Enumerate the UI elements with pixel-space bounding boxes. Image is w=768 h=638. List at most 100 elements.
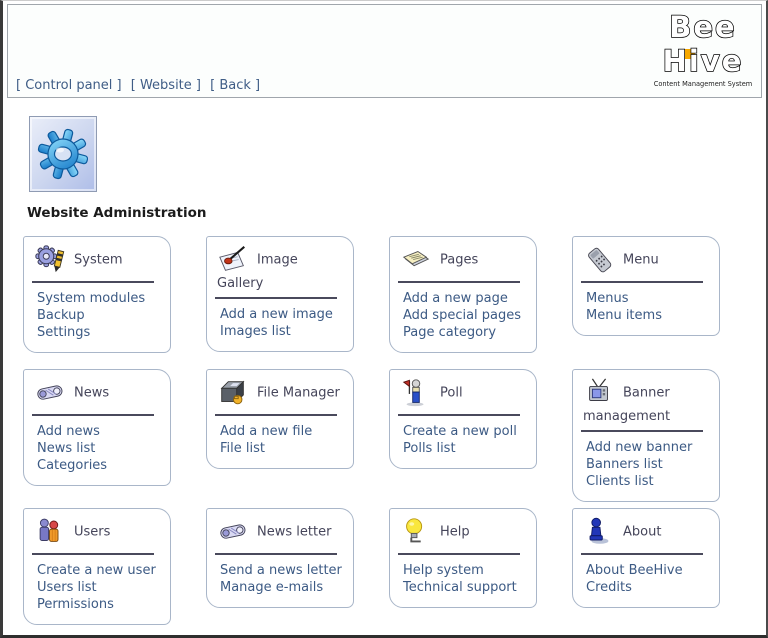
card-news-letter: News letter Send a news letter Manage e-…	[206, 508, 354, 608]
card-link[interactable]: Images list	[220, 324, 291, 339]
divider	[32, 414, 154, 416]
header: [ Control panel ] [ Website ] [ Back ] B…	[7, 4, 762, 98]
cards-row-2: News Add news News list Categories	[23, 369, 766, 502]
card-link[interactable]: Send a news letter	[220, 563, 342, 578]
card-links: Add a new image Images list	[215, 306, 345, 340]
divider	[581, 281, 703, 283]
divider	[398, 281, 520, 283]
card-head: Pages	[398, 244, 528, 276]
divider	[581, 430, 703, 432]
card-link[interactable]: Page category	[403, 325, 497, 340]
card-link[interactable]: Users list	[37, 580, 97, 595]
card-title: Pages	[440, 252, 479, 268]
scroll-icon	[37, 385, 63, 400]
card-title: Poll	[440, 385, 463, 401]
divider	[215, 297, 337, 299]
card-link[interactable]: Credits	[586, 580, 632, 595]
card-poll: Poll Create a new poll Polls list	[389, 369, 537, 469]
remote-control-icon	[588, 247, 612, 273]
card-title: File Manager	[257, 385, 340, 401]
card-title: About	[623, 524, 662, 540]
card-title: System	[74, 252, 123, 268]
card-link[interactable]: Add a new page	[403, 291, 508, 306]
card-link[interactable]: Settings	[37, 325, 91, 340]
card-links: Add news News list Categories	[32, 423, 162, 474]
card-image-gallery: Image Gallery Add a new image Images lis…	[206, 236, 354, 352]
card-system: System System modules Backup Settings	[23, 236, 171, 353]
card-link[interactable]: Create a new poll	[403, 424, 517, 439]
card-banner-management: Banner management Add new banner Banners…	[572, 369, 720, 502]
card-link[interactable]: News list	[37, 441, 96, 456]
card-link[interactable]: Menu items	[586, 308, 662, 323]
card-link[interactable]: Add news	[37, 424, 100, 439]
card-menu: Menu Menus Menu items	[572, 236, 720, 336]
card-title: Menu	[623, 252, 659, 268]
card-links: Send a news letter Manage e-mails	[215, 562, 345, 596]
card-title: Banner management	[583, 385, 671, 425]
card-head: Menu	[581, 244, 711, 276]
card-links: About BeeHive Credits	[581, 562, 711, 596]
card-link[interactable]: Categories	[37, 458, 108, 473]
divider	[581, 553, 703, 555]
card-link[interactable]: Technical support	[403, 580, 517, 595]
card-links: Menus Menu items	[581, 290, 711, 324]
card-head: Banner management	[581, 377, 711, 425]
logo-line1: Bee	[669, 10, 736, 44]
card-link[interactable]: Add a new file	[220, 424, 313, 439]
card-head: Users	[32, 516, 162, 548]
card-links: Create a new poll Polls list	[398, 423, 528, 457]
logo-line2: Hive	[663, 44, 744, 78]
card-head: News	[32, 377, 162, 409]
card-link[interactable]: Add new banner	[586, 440, 693, 455]
nav-website-link[interactable]: [ Website ]	[130, 78, 201, 93]
divider	[32, 553, 154, 555]
card-link[interactable]: System modules	[37, 291, 146, 306]
card-links: Help system Technical support	[398, 562, 528, 596]
card-head: Poll	[398, 377, 528, 409]
card-file-manager: File Manager Add a new file File list	[206, 369, 354, 469]
card-link[interactable]: File list	[220, 441, 265, 456]
card-links: Add a new file File list	[215, 423, 345, 457]
card-link[interactable]: Help system	[403, 563, 484, 578]
card-users: Users Create a new user Users list Permi…	[23, 508, 171, 625]
card-link[interactable]: Polls list	[403, 441, 456, 456]
card-links: Create a new user Users list Permissions	[32, 562, 162, 613]
card-link[interactable]: Manage e-mails	[220, 580, 324, 595]
card-news: News Add news News list Categories	[23, 369, 171, 486]
logo-caption: Content Management System	[654, 80, 752, 88]
card-title: News letter	[257, 524, 332, 540]
card-head: Help	[398, 516, 528, 548]
card-link[interactable]: Permissions	[37, 597, 114, 612]
tv-icon	[589, 378, 608, 401]
card-link[interactable]: Backup	[37, 308, 85, 323]
card-link[interactable]: Create a new user	[37, 563, 156, 578]
card-link[interactable]: Add a new image	[220, 307, 333, 322]
card-link[interactable]: Menus	[586, 291, 629, 306]
figure-icon	[589, 517, 609, 544]
logo-accent	[682, 49, 695, 59]
card-link[interactable]: Banners list	[586, 457, 663, 472]
gear-icon	[37, 128, 89, 180]
card-link[interactable]: About BeeHive	[586, 563, 683, 578]
lightbulb-icon	[406, 518, 423, 543]
card-link[interactable]: Clients list	[586, 474, 654, 489]
cards-row-1: System System modules Backup Settings Im…	[23, 236, 766, 353]
card-help: Help Help system Technical support	[389, 508, 537, 608]
card-head: About	[581, 516, 711, 548]
nav-control-panel-link[interactable]: [ Control panel ]	[16, 78, 122, 93]
card-links: Add new banner Banners list Clients list	[581, 439, 711, 490]
card-links: Add a new page Add special pages Page ca…	[398, 290, 528, 341]
scroll-icon	[220, 524, 246, 539]
card-links: System modules Backup Settings	[32, 290, 162, 341]
divider	[215, 414, 337, 416]
divider	[398, 414, 520, 416]
card-title: Users	[74, 524, 111, 540]
module-cards: System System modules Backup Settings Im…	[23, 236, 766, 625]
beehive-logo: Bee Hive Content Management System	[654, 9, 752, 88]
card-link[interactable]: Add special pages	[403, 308, 522, 323]
card-head: File Manager	[215, 377, 345, 409]
poll-person-icon	[402, 379, 424, 407]
nav-back-link[interactable]: [ Back ]	[210, 78, 261, 93]
website-admin-thumbnail[interactable]	[29, 116, 97, 192]
